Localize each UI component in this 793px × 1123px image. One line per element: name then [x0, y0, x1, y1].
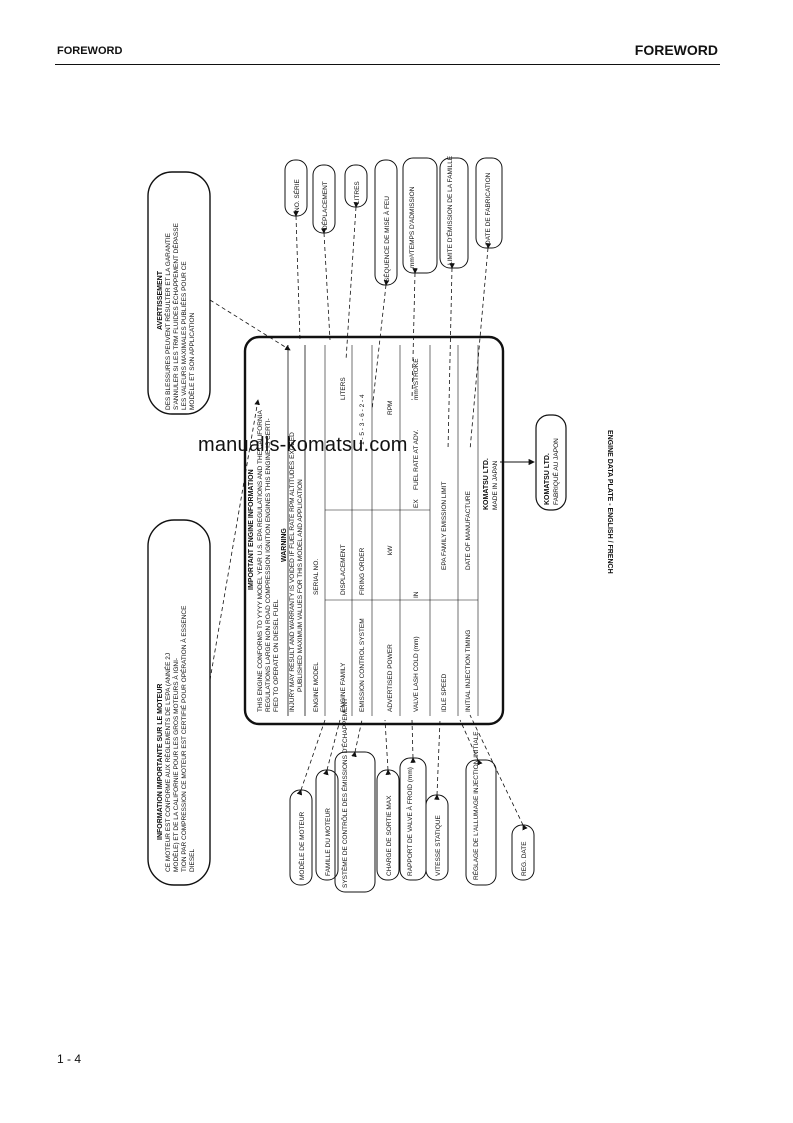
svg-text:LIMITE D'ÉMISSION DE LA FAMILL: LIMITE D'ÉMISSION DE LA FAMILLE	[445, 155, 454, 265]
plate-warning-1: INJURY MAY RESULT AND WARRANTY IS VOIDED…	[289, 432, 296, 712]
svg-text:FABRIQUÉ AU JAPON: FABRIQUÉ AU JAPON	[551, 438, 560, 505]
callout-famille-moteur: FAMILLE DU MOTEUR	[315, 719, 341, 881]
callout-reg-date: REG. DATE	[469, 714, 535, 881]
plate-label-liters: LITERS	[340, 377, 347, 400]
plate-maker-name: KOMATSU LTD.	[483, 458, 490, 510]
callout-limite-emission-famille: LIMITE D'ÉMISSION DE LA FAMILLE	[439, 155, 469, 451]
plate-label-ex: EX	[413, 499, 420, 508]
plate-label-displacement: DISPLACEMENT	[340, 544, 347, 595]
callout-modele-moteur: MODÈLE DE MOTEUR	[289, 719, 326, 886]
svg-text:NO. SÉRIE: NO. SÉRIE	[292, 178, 301, 212]
callout-sequence-mise-a-feu: SÉQUENCE DE MISE À FEU	[371, 159, 398, 411]
callout-reglage-allumage: RÉGLAGE DE L'ALLUMAGE INJECTION INITIALE	[459, 719, 497, 886]
svg-text:DATE DE FABRICATION: DATE DE FABRICATION	[485, 172, 492, 245]
svg-text:DIESEL: DIESEL	[189, 848, 196, 872]
plate-compliance-2: REGULATIONS LARGE NON ROAD COMPRESSION I…	[265, 418, 272, 712]
callout-temps-admission: mm³/TEMPS D'ADMISSION	[402, 157, 438, 401]
plate-label-injection-timing: INITIAL INJECTION TIMING	[465, 630, 472, 712]
header-right-title: FOREWORD	[634, 42, 718, 58]
svg-text:DES BLESSURES PEUVENT RÉSULTER: DES BLESSURES PEUVENT RÉSULTER ET LA GAR…	[163, 232, 172, 410]
svg-text:RÉGLAGE DE L'ALLUMAGE INJECTIO: RÉGLAGE DE L'ALLUMAGE INJECTION INITIALE	[471, 731, 480, 880]
plate-label-fuel-rate: FUEL RATE AT ADV.	[413, 430, 420, 490]
plate-label-serial-no: SERIAL NO.	[313, 559, 320, 595]
plate-label-idle-speed: IDLE SPEED	[441, 673, 448, 712]
callout-deplacement: DÉPLACEMENT	[312, 164, 336, 341]
plate-warning-title: WARNING	[281, 528, 288, 562]
plate-value-firing-order: 1 - 5 - 3 - 6 - 2 - 4	[359, 394, 366, 445]
svg-text:MODÈLE) ET DE LA CALIFORNIE PO: MODÈLE) ET DE LA CALIFORNIE POUR LES GRO…	[171, 658, 180, 872]
svg-text:LITRES: LITRES	[354, 181, 361, 204]
maker-box-fr: KOMATSU LTD. FABRIQUÉ AU JAPON	[500, 414, 567, 511]
svg-text:VITESSE STATIQUE: VITESSE STATIQUE	[435, 815, 442, 876]
plate-label-mm3-stroke: mm³/STROKE	[413, 358, 420, 400]
plate-warning-2: PUBLISHED MAXIMUM VALUES FOR THIS MODEL …	[297, 479, 304, 692]
plate-label-emission-control: EMISSION CONTROL SYSTEM	[359, 618, 366, 712]
plate-label-firing-order: FIRING ORDER	[359, 547, 366, 595]
callout-no-serie: NO. SÉRIE	[284, 159, 308, 341]
callout-vitesse-statique: VITESSE STATIQUE	[425, 719, 449, 881]
callout-date-fabrication: DATE DE FABRICATION	[469, 157, 503, 451]
svg-text:INFORMATION IMPORTANTE SUR LE: INFORMATION IMPORTANTE SUR LE MOTEUR	[157, 684, 164, 840]
page-number: 1 - 4	[57, 1052, 82, 1066]
warning-box-fr: AVERTISSEMENT DES BLESSURES PEUVENT RÉSU…	[147, 171, 291, 415]
svg-text:CHARGE DE SORTIE MAX: CHARGE DE SORTIE MAX	[386, 795, 393, 876]
svg-text:REG. DATE: REG. DATE	[521, 841, 528, 876]
svg-text:LES VALEURS MAXIMALES PUBLIÉES: LES VALEURS MAXIMALES PUBLIÉES POUR CE	[179, 261, 188, 410]
svg-text:SÉQUENCE DE MISE À FEU: SÉQUENCE DE MISE À FEU	[382, 196, 391, 282]
plate-compliance-1: THIS ENGINE CONFORMS TO YYYY MODEL YEAR …	[257, 409, 264, 712]
svg-text:KOMATSU LTD.: KOMATSU LTD.	[544, 453, 551, 505]
plate-label-advertised-power: ADVERTISED POWER	[387, 644, 394, 712]
callout-charge-sortie: CHARGE DE SORTIE MAX	[376, 719, 400, 881]
plate-label-engine-model: ENGINE MODEL	[313, 662, 320, 712]
header-rule	[55, 64, 720, 65]
callout-litres: LITRES	[344, 164, 368, 361]
plate-compliance-3: FIED TO OPERATE ON DIESEL FUEL	[273, 599, 280, 712]
svg-text:AVERTISSEMENT: AVERTISSEMENT	[157, 270, 164, 330]
plate-label-epa-family-limit: EPA FAMILY EMISSION LIMIT	[441, 481, 448, 570]
plate-label-in: IN	[413, 591, 420, 598]
svg-text:TION PAR COMPRESSION CE MOTEUR: TION PAR COMPRESSION CE MOTEUR EST CERTI…	[179, 605, 188, 872]
plate-label-kw: kW	[387, 545, 394, 555]
plate-label-rpm: RPM	[387, 401, 394, 415]
info-box-fr: INFORMATION IMPORTANTE SUR LE MOTEUR CE …	[147, 399, 260, 886]
svg-text:RAPPORT DE VALVE À FROID (mm): RAPPORT DE VALVE À FROID (mm)	[405, 767, 414, 876]
plate-maker-origin: MADE IN JAPAN	[492, 460, 499, 510]
svg-text:FAMILLE DU MOTEUR: FAMILLE DU MOTEUR	[325, 808, 332, 876]
plate-label-date-of-manufacture: DATE OF MANUFACTURE	[465, 490, 472, 570]
svg-text:DÉPLACEMENT: DÉPLACEMENT	[320, 181, 329, 230]
svg-text:MODÈLE ET SON APPLICATION: MODÈLE ET SON APPLICATION	[187, 312, 196, 410]
callout-valve-froid: RAPPORT DE VALVE À FROID (mm)	[399, 719, 427, 881]
plate-label-engine-family: ENGINE FAMILY	[340, 662, 347, 712]
diagram-caption: ENGINE DATA PLATE - ENGLISH / FRENCH	[606, 430, 613, 574]
svg-text:CE MOTEUR EST CONFORME AUX RÈG: CE MOTEUR EST CONFORME AUX RÈGLEMENTS DE…	[163, 653, 172, 872]
plate-label-valve-lash: VALVE LASH COLD (mm)	[413, 636, 420, 712]
callout-systeme-controle: SYSTÈME DE CONTRÔLE DES ÉMISSIONS D'ÉCHA…	[334, 698, 376, 893]
data-plate-frame	[243, 335, 505, 726]
header-left-title: FOREWORD	[57, 45, 123, 57]
svg-text:S'ANNULER SI LES TRM FLUIDES É: S'ANNULER SI LES TRM FLUIDES ÉCHAPPEMENT…	[171, 222, 180, 410]
svg-text:MODÈLE DE MOTEUR: MODÈLE DE MOTEUR	[297, 811, 306, 880]
watermark-text: manualls-komatsu.com	[198, 434, 408, 456]
plate-title: IMPORTANT ENGINE INFORMATION	[248, 469, 255, 590]
svg-text:mm³/TEMPS D'ADMISSION: mm³/TEMPS D'ADMISSION	[409, 186, 416, 268]
svg-text:SYSTÈME DE CONTRÔLE DES ÉMISSI: SYSTÈME DE CONTRÔLE DES ÉMISSIONS D'ÉCHA…	[340, 698, 349, 888]
